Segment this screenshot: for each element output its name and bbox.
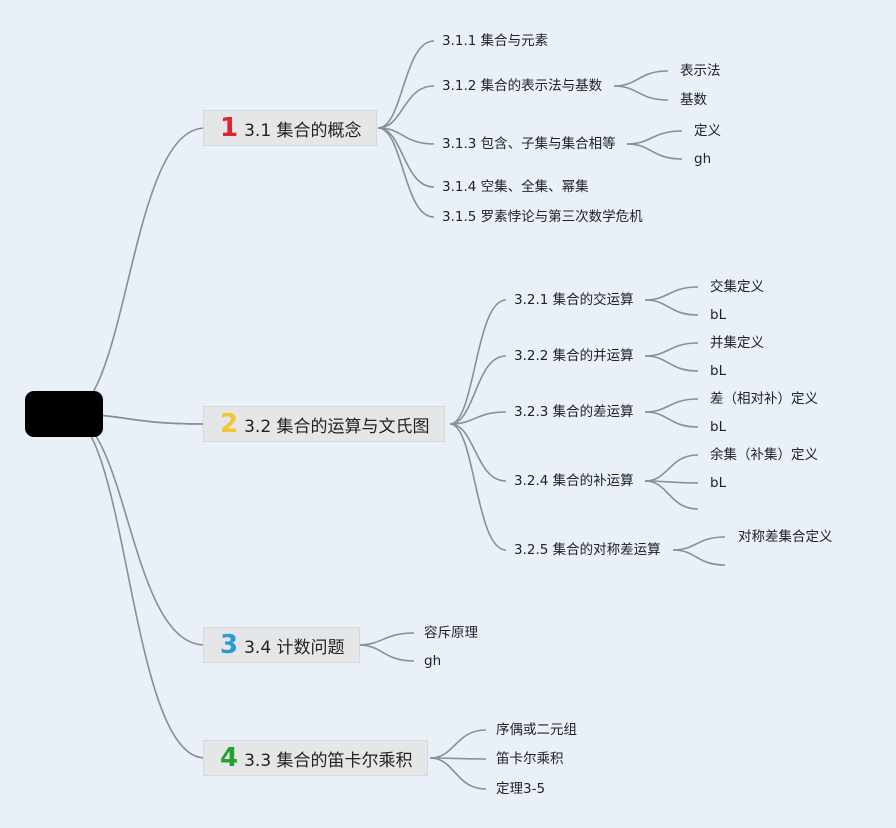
leaf-bl[interactable]: bL xyxy=(710,363,727,379)
leaf-representation[interactable]: 表示法 xyxy=(680,63,721,79)
leaf-complement-def[interactable]: 余集（补集）定义 xyxy=(710,447,818,463)
connector-curve xyxy=(644,411,699,428)
topic-label: 3.1 集合的概念 xyxy=(244,120,362,141)
leaf-cardinality[interactable]: 基数 xyxy=(680,92,707,108)
connector-curve xyxy=(644,398,699,413)
connector-curve xyxy=(644,299,699,316)
topic-number-badge: 4 xyxy=(220,743,239,773)
subtopic-3-1-3[interactable]: 3.1.3 包含、子集与集合相等 xyxy=(442,136,616,152)
subtopic-3-1-5[interactable]: 3.1.5 罗素悖论与第三次数学危机 xyxy=(442,209,643,225)
connector-curve xyxy=(672,549,726,566)
central-topic[interactable] xyxy=(25,391,103,437)
connector-curve xyxy=(613,70,669,87)
connector-curve xyxy=(65,127,206,415)
topic-3-1[interactable]: 1 3.1 集合的概念 xyxy=(203,110,377,146)
connector-curve xyxy=(644,355,699,372)
subtopic-3-2-1[interactable]: 3.2.1 集合的交运算 xyxy=(514,292,634,308)
topic-label: 3.2 集合的运算与文氏图 xyxy=(244,416,430,437)
connector-curve xyxy=(429,729,487,759)
connector-curve xyxy=(377,85,435,129)
leaf-ordered-pair[interactable]: 序偶或二元组 xyxy=(496,722,577,738)
leaf-intersection-def[interactable]: 交集定义 xyxy=(710,279,764,295)
connector-curve xyxy=(672,536,726,551)
topic-3-3[interactable]: 4 3.3 集合的笛卡尔乘积 xyxy=(203,740,428,776)
subtopic-3-2-2[interactable]: 3.2.2 集合的并运算 xyxy=(514,348,634,364)
subtopic-3-1-1[interactable]: 3.1.1 集合与元素 xyxy=(442,33,549,49)
subtopic-3-1-4[interactable]: 3.1.4 空集、全集、幂集 xyxy=(442,179,589,195)
connector-curve xyxy=(626,143,683,160)
topic-label: 3.3 集合的笛卡尔乘积 xyxy=(244,750,413,771)
leaf-bl[interactable]: bL xyxy=(710,475,727,491)
connector-curve xyxy=(449,423,507,551)
connector-curve xyxy=(65,413,206,759)
connector-curve xyxy=(357,644,415,662)
connector-curve xyxy=(377,40,435,129)
topic-number-badge: 1 xyxy=(220,113,239,143)
leaf-theorem-3-5[interactable]: 定理3-5 xyxy=(496,781,546,797)
leaf-symmetric-diff-def[interactable]: 对称差集合定义 xyxy=(738,529,833,545)
connector-curve xyxy=(644,454,699,482)
leaf-cartesian-product[interactable]: 笛卡尔乘积 xyxy=(496,751,564,767)
connector-curve xyxy=(429,757,487,790)
leaf-union-def[interactable]: 并集定义 xyxy=(710,335,764,351)
subtopic-3-2-3[interactable]: 3.2.3 集合的差运算 xyxy=(514,404,634,420)
leaf-definition[interactable]: 定义 xyxy=(694,123,721,139)
topic-number-badge: 3 xyxy=(220,630,239,660)
connector-curve xyxy=(449,411,507,425)
connector-curve xyxy=(449,423,507,482)
leaf-inclusion-exclusion[interactable]: 容斥原理 xyxy=(424,625,478,641)
connector-curve xyxy=(449,355,507,425)
topic-3-4[interactable]: 3 3.4 计数问题 xyxy=(203,627,360,663)
leaf-difference-def[interactable]: 差（相对补）定义 xyxy=(710,391,818,407)
connector-curve xyxy=(626,130,683,145)
connector-curve xyxy=(613,85,669,101)
subtopic-3-2-5[interactable]: 3.2.5 集合的对称差运算 xyxy=(514,542,661,558)
leaf-gh[interactable]: gh xyxy=(694,151,712,167)
connector-curve xyxy=(377,127,435,218)
connector-curve xyxy=(449,299,507,425)
leaf-bl[interactable]: bL xyxy=(710,419,727,435)
connector-curve xyxy=(644,286,699,301)
subtopic-3-1-2[interactable]: 3.1.2 集合的表示法与基数 xyxy=(442,78,603,94)
subtopic-3-2-4[interactable]: 3.2.4 集合的补运算 xyxy=(514,473,634,489)
leaf-bl[interactable]: bL xyxy=(710,307,727,323)
connector-curve xyxy=(644,342,699,357)
topic-number-badge: 2 xyxy=(220,409,239,439)
topic-3-2[interactable]: 2 3.2 集合的运算与文氏图 xyxy=(203,406,445,442)
leaf-gh[interactable]: gh xyxy=(424,653,442,669)
connector-curve xyxy=(377,127,435,145)
topic-label: 3.4 计数问题 xyxy=(244,637,345,658)
connector-curve xyxy=(644,480,699,510)
connector-curve xyxy=(357,632,415,646)
